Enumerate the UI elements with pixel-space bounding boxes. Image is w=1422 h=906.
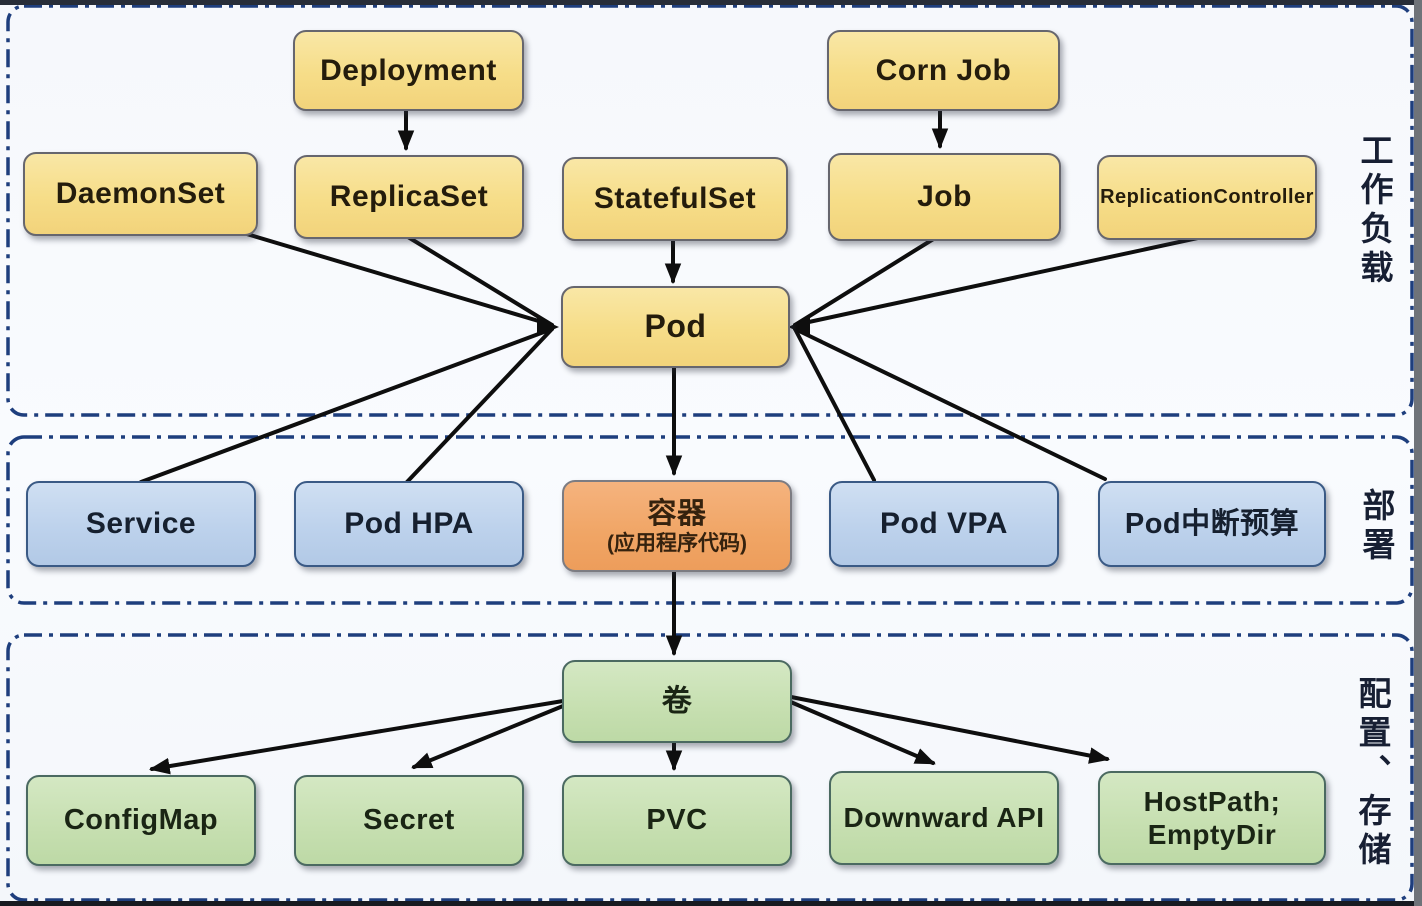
section-frame-deployment	[6, 435, 1414, 605]
edge-volume-to-downward-api	[784, 698, 936, 765]
screen-edge-bottom	[0, 901, 1422, 906]
edge-daemonset-to-pod	[238, 230, 554, 327]
section-frame-config-storage	[6, 633, 1414, 902]
edge-pod-hpa-to-pod	[405, 327, 554, 484]
arrow-lines	[139, 106, 1209, 775]
edge-pod-vpa-to-pod	[793, 327, 876, 482]
section-frames	[6, 4, 1414, 902]
screen-edge-top	[0, 0, 1422, 5]
edge-replicaset-to-pod	[406, 235, 554, 327]
edge-volume-to-hostpath-emptydir	[784, 694, 1111, 764]
edge-volume-to-configmap	[148, 699, 565, 775]
edge-pod-pdb-to-pod	[793, 327, 1107, 481]
screen-edge-right	[1414, 0, 1422, 906]
edge-job-to-pod	[793, 236, 937, 327]
arrowhead-into-pod-right	[788, 317, 810, 337]
converge-arrowheads	[537, 317, 810, 337]
edge-service-to-pod	[139, 327, 554, 484]
edge-replication-controller-to-pod	[793, 234, 1209, 327]
arrowhead-into-pod-left	[537, 317, 559, 337]
edge-volume-to-secret	[411, 704, 565, 769]
section-frame-workload	[6, 4, 1414, 417]
